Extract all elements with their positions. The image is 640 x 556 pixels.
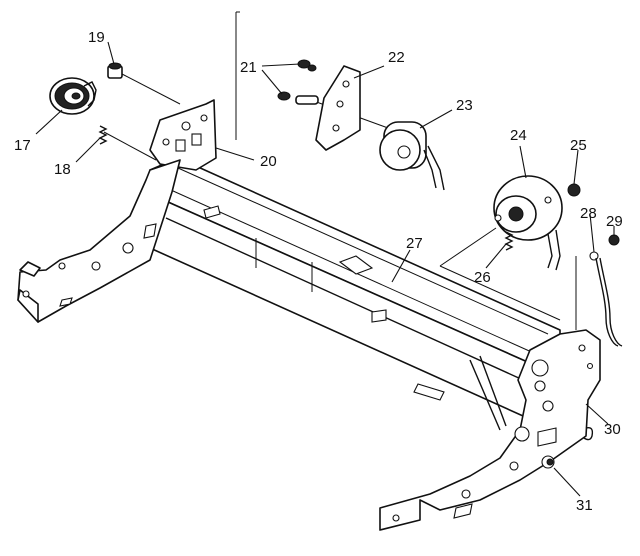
screw-25: [567, 183, 581, 197]
callout-leaders: [35, 41, 615, 497]
small-motor: [379, 121, 445, 191]
callout-28: 28: [580, 205, 597, 222]
spring-18: [98, 125, 108, 145]
callout-26: 26: [474, 269, 491, 286]
screw-31: [546, 458, 554, 466]
callout-31: 31: [576, 497, 593, 514]
callout-22: 22: [388, 49, 405, 66]
large-motor: [493, 175, 563, 271]
callout-27: 27: [406, 235, 423, 252]
callout-23: 23: [456, 97, 473, 114]
right-side-bracket: [379, 329, 601, 531]
screw-29: [608, 234, 620, 246]
screw-19: [107, 62, 123, 79]
screws-21: [277, 59, 317, 101]
callout-21: 21: [240, 59, 257, 76]
callout-25: 25: [570, 137, 587, 154]
callout-24: 24: [510, 127, 527, 144]
callout-19: 19: [88, 29, 105, 46]
main-frame: [149, 157, 561, 421]
callout-29: 29: [606, 213, 623, 230]
drive-gear: [49, 77, 97, 115]
motor-bracket: [295, 65, 361, 151]
callout-30: 30: [604, 421, 621, 438]
callout-20: 20: [260, 153, 277, 170]
left-side-bracket: [17, 99, 217, 323]
callout-17: 17: [14, 137, 31, 154]
spring-26: [504, 231, 514, 251]
sensor-cable: [589, 251, 623, 347]
callout-18: 18: [54, 161, 71, 178]
callout-labels: 17 17 18 19 20 21 22 23 24 25 26 27 28 2…: [14, 29, 623, 514]
